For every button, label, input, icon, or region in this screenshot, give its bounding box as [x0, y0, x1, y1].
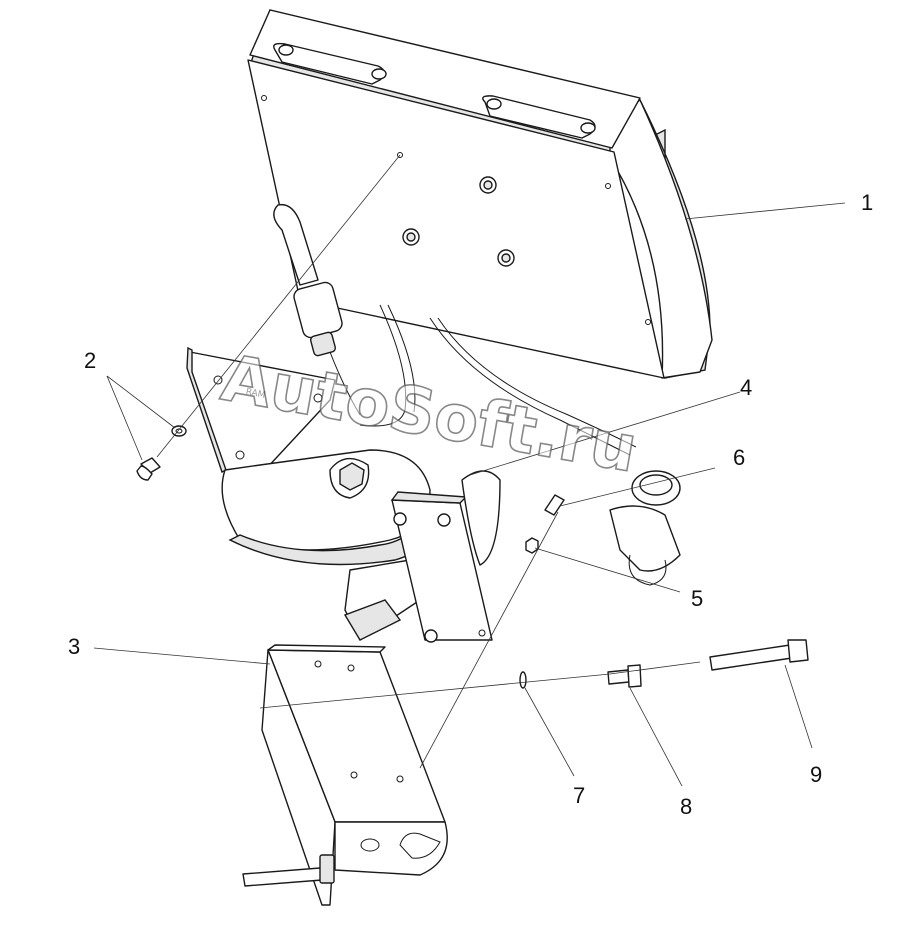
- callout-8: 8: [680, 794, 692, 819]
- pin-part-6: [544, 494, 565, 516]
- nut-part-5: [525, 537, 539, 554]
- callout-7: 7: [573, 783, 585, 808]
- adapter-bracket-plate: [390, 491, 493, 643]
- bolt-part-9: [709, 639, 809, 671]
- callout-3: 3: [68, 634, 80, 659]
- callout-6: 6: [733, 445, 745, 470]
- callout-5: 5: [691, 586, 703, 611]
- mount-base-plate: RAM: [186, 346, 336, 473]
- l-bracket-part-3: [242, 644, 448, 906]
- callout-2: 2: [84, 348, 96, 373]
- screw-and-washer-part-2: [136, 425, 187, 481]
- washer-part-7: [519, 671, 527, 689]
- mount-arm: [221, 449, 441, 641]
- bolt-part-8: [607, 664, 642, 688]
- mount-ball: [461, 470, 501, 566]
- callout-1: 1: [861, 190, 873, 215]
- callout-4: 4: [740, 375, 752, 400]
- leader-lines: [93, 154, 846, 787]
- callout-9: 9: [810, 762, 822, 787]
- monitor-part-1: [247, 9, 713, 379]
- plate-marking-text: RAM: [245, 387, 266, 401]
